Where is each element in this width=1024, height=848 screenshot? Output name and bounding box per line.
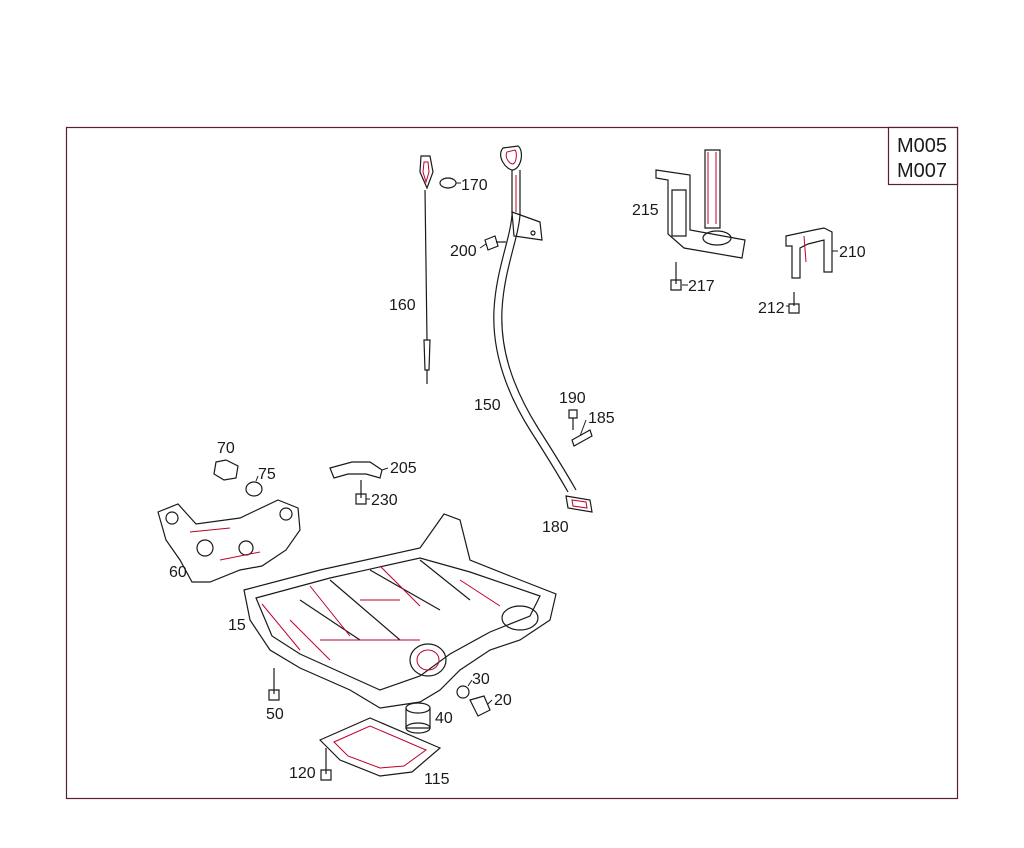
bolt-120-part xyxy=(320,748,332,781)
callout-50: 50 xyxy=(266,706,284,723)
bracket-215-part xyxy=(655,149,746,259)
callout-230: 230 xyxy=(371,492,398,509)
callout-185: 185 xyxy=(588,410,615,427)
model-code-box xyxy=(887,126,959,186)
washer-30-part xyxy=(456,685,470,699)
callout-180: 180 xyxy=(542,519,569,536)
callout-205: 205 xyxy=(390,460,417,477)
diagram-frame xyxy=(65,126,959,800)
callout-170: 170 xyxy=(461,177,488,194)
bolt-200-part xyxy=(484,235,506,251)
dipstick-part xyxy=(419,155,434,384)
bolt-clip-part xyxy=(568,409,593,447)
model-code-2: M007 xyxy=(897,160,947,182)
plug-40-part xyxy=(405,702,431,734)
callout-15: 15 xyxy=(228,617,246,634)
o-ring-part xyxy=(439,177,457,189)
leader-75 xyxy=(255,475,259,482)
callout-30: 30 xyxy=(472,671,490,688)
leader-205 xyxy=(381,467,389,471)
mount-bracket-60-part xyxy=(157,499,301,583)
callout-210: 210 xyxy=(839,244,866,261)
bolt-50-part xyxy=(268,668,280,701)
model-code-1: M005 xyxy=(897,135,947,157)
plug-70-part xyxy=(213,459,239,481)
callout-200: 200 xyxy=(450,243,477,260)
callout-40: 40 xyxy=(435,710,453,727)
callout-60: 60 xyxy=(169,564,187,581)
leader-200 xyxy=(479,243,487,249)
gasket-115-part xyxy=(318,717,442,777)
sleeve-75-part xyxy=(245,481,263,497)
callout-190: 190 xyxy=(559,390,586,407)
callout-212: 212 xyxy=(758,300,785,317)
callout-70: 70 xyxy=(217,440,235,457)
leader-30 xyxy=(467,679,473,687)
callout-120: 120 xyxy=(289,765,316,782)
leader-185 xyxy=(579,419,587,437)
oil-pan-15-part xyxy=(243,513,557,709)
callout-20: 20 xyxy=(494,692,512,709)
callout-75: 75 xyxy=(258,466,276,483)
callout-215: 215 xyxy=(632,202,659,219)
drain-plug-20-part xyxy=(469,695,491,717)
bolt-217-part xyxy=(670,262,682,291)
callout-115: 115 xyxy=(424,771,450,788)
bolt-230-part xyxy=(355,480,367,505)
bracket-205-part xyxy=(329,461,383,479)
bracket-210-part xyxy=(785,227,833,279)
callout-217: 217 xyxy=(688,278,715,295)
bolt-212-part xyxy=(788,292,800,314)
guide-tube-part xyxy=(493,145,577,493)
callout-160: 160 xyxy=(389,297,416,314)
seal-180-part xyxy=(565,495,593,513)
leader-20 xyxy=(487,699,493,705)
callout-150: 150 xyxy=(474,397,501,414)
